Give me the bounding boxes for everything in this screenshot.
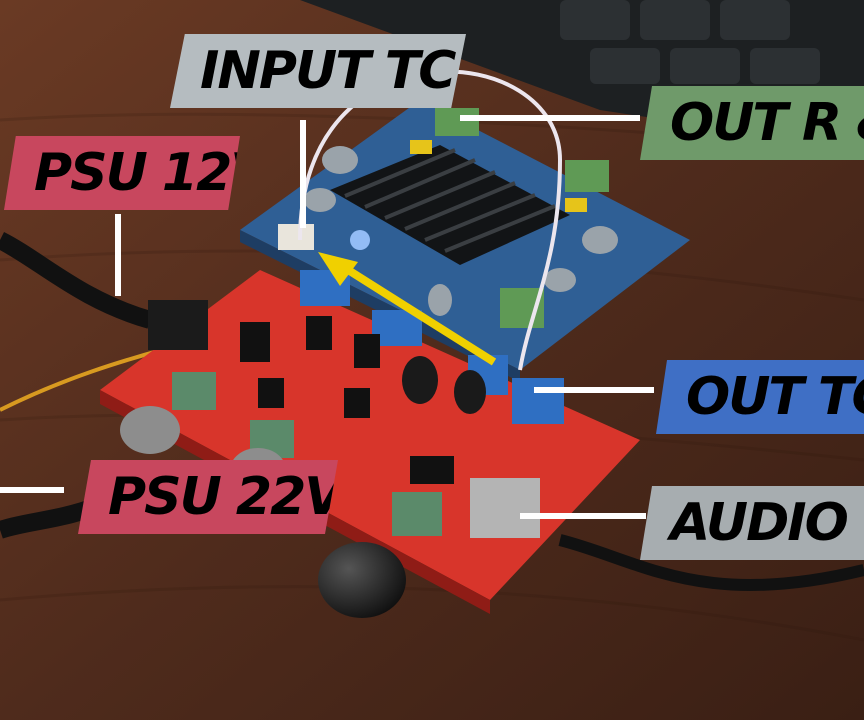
leader-lines [0, 115, 654, 519]
volume-knob [318, 542, 406, 618]
led [350, 230, 370, 250]
label-out-tc: OUT TC [656, 360, 864, 434]
knob [120, 406, 180, 454]
potentiometer [392, 492, 442, 536]
potentiometer [172, 372, 216, 410]
blue-terminal [512, 378, 564, 424]
label-psu-22v: PSU 22V [78, 460, 338, 534]
label-input-tc: INPUT TC [170, 34, 466, 108]
label-out-r: OUT R & [640, 86, 864, 160]
chip [410, 456, 454, 484]
power-cable-12v [0, 231, 153, 329]
capacitors [304, 146, 618, 316]
dc-jack [148, 300, 208, 350]
signal-arrow [318, 252, 497, 366]
white-wire [298, 69, 563, 371]
heatsink [330, 145, 570, 265]
audio-jack [470, 478, 540, 538]
label-audio: AUDIO I [640, 486, 864, 560]
input-connector [278, 224, 314, 250]
label-psu-12v: PSU 12V [4, 136, 240, 210]
green-terminal [565, 160, 609, 192]
amplifier-board [240, 100, 690, 382]
audio-cable [558, 534, 864, 592]
green-terminal [435, 108, 479, 136]
